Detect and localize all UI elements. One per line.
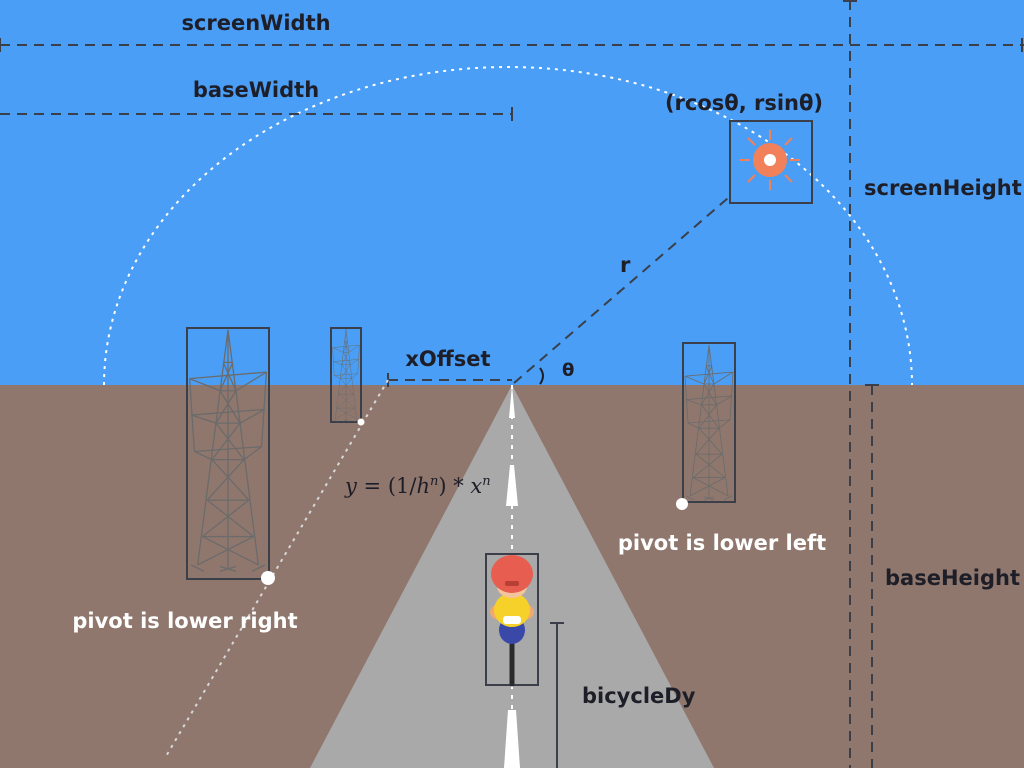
screen-height-label: screenHeight [864,176,1022,200]
pivot-dot-icon [357,418,365,426]
pivot-lower-right-label: pivot is lower right [72,609,297,633]
transmission-tower-icon [330,327,362,423]
base-width-label: baseWidth [193,78,319,102]
perspective-curve [164,379,389,759]
lane-marking [506,465,518,506]
pivot-dot-icon [676,498,688,510]
transmission-tower-icon [682,342,736,503]
bicycle-dy-label: bicycleDy [582,684,696,708]
sun-position-label: (rcosθ, rsinθ) [665,91,823,115]
lane-marking [504,710,520,768]
sun-orbit-arc [103,66,913,386]
perspective-formula: y = (1/hn) * xn [344,474,491,498]
base-height-label: baseHeight [885,566,1020,590]
theta-arc [539,367,544,385]
pivot-lower-left-label: pivot is lower left [618,531,826,555]
pivot-dot-icon [261,571,275,585]
sun-icon [729,120,813,204]
screen-width-label: screenWidth [181,11,330,35]
cyclist-icon [485,553,539,687]
radius-line [513,197,729,384]
sky [0,0,1024,385]
radius-label: r [620,253,631,277]
theta-label: θ [562,360,574,381]
lane-marking [509,385,515,418]
transmission-tower-icon [186,327,270,580]
x-offset-label: xOffset [405,347,490,371]
